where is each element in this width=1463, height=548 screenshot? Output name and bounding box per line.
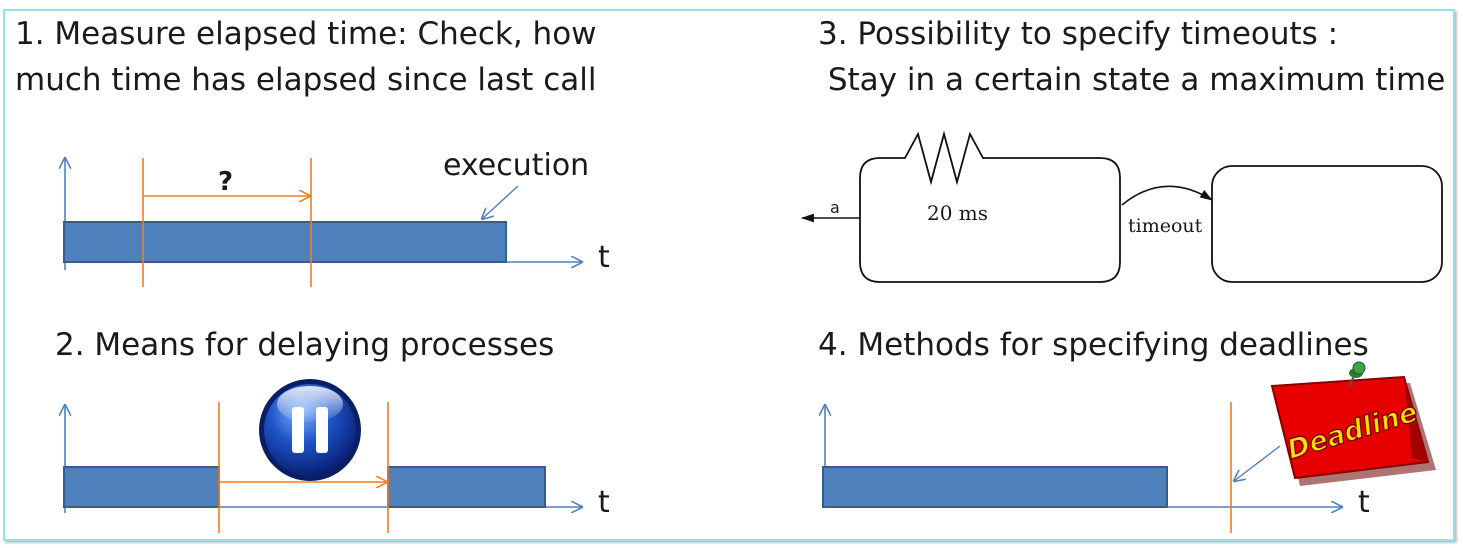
- deadline-note: Deadline: [1270, 375, 1436, 486]
- edge-a-label: a: [830, 198, 840, 217]
- push-pin-icon: [1348, 361, 1366, 387]
- panel4-axis-label: t: [1358, 485, 1370, 520]
- panel4-title: 4. Methods for specifying deadlines: [818, 327, 1369, 363]
- panel1-execution-bar: [63, 221, 507, 263]
- timeout-state-box: [859, 130, 1121, 283]
- panel1-title-line2: much time has elapsed since last call: [15, 62, 597, 98]
- panel2-axis-label: t: [598, 485, 610, 520]
- next-state-box: [1211, 165, 1443, 283]
- timeout-arrow: [1121, 185, 1213, 206]
- panel3-title-line2: Stay in a certain state a maximum time: [818, 62, 1446, 98]
- panel3-title-line1: 3. Possibility to specify timeouts :: [818, 16, 1339, 52]
- panel2-bar-after: [387, 466, 546, 508]
- panel2-title: 2. Means for delaying processes: [55, 327, 555, 363]
- panel4-timeline: Deadline t: [822, 361, 1436, 533]
- panel1-timeline: ? execution t: [64, 148, 610, 287]
- timeout-label: timeout: [1128, 215, 1203, 237]
- panel1-execution-pointer: [482, 185, 519, 219]
- slide-frame: [3, 9, 1455, 541]
- panel2-bar-before: [63, 466, 220, 508]
- panel2-timeline: t: [64, 379, 610, 533]
- state-duration-label: 20 ms: [927, 201, 988, 225]
- deadline-pointer: [1234, 445, 1281, 481]
- panel1-execution-label: execution: [443, 148, 589, 183]
- panel1-axis-label: t: [598, 240, 610, 275]
- panel1-question-mark: ?: [218, 167, 233, 197]
- panel4-execution-bar: [822, 466, 1168, 508]
- pause-icon: [259, 379, 361, 481]
- panel1-title-line1: 1. Measure elapsed time: Check, how: [15, 16, 597, 52]
- panel3-state-diagram: 20 ms a timeout: [800, 130, 1443, 283]
